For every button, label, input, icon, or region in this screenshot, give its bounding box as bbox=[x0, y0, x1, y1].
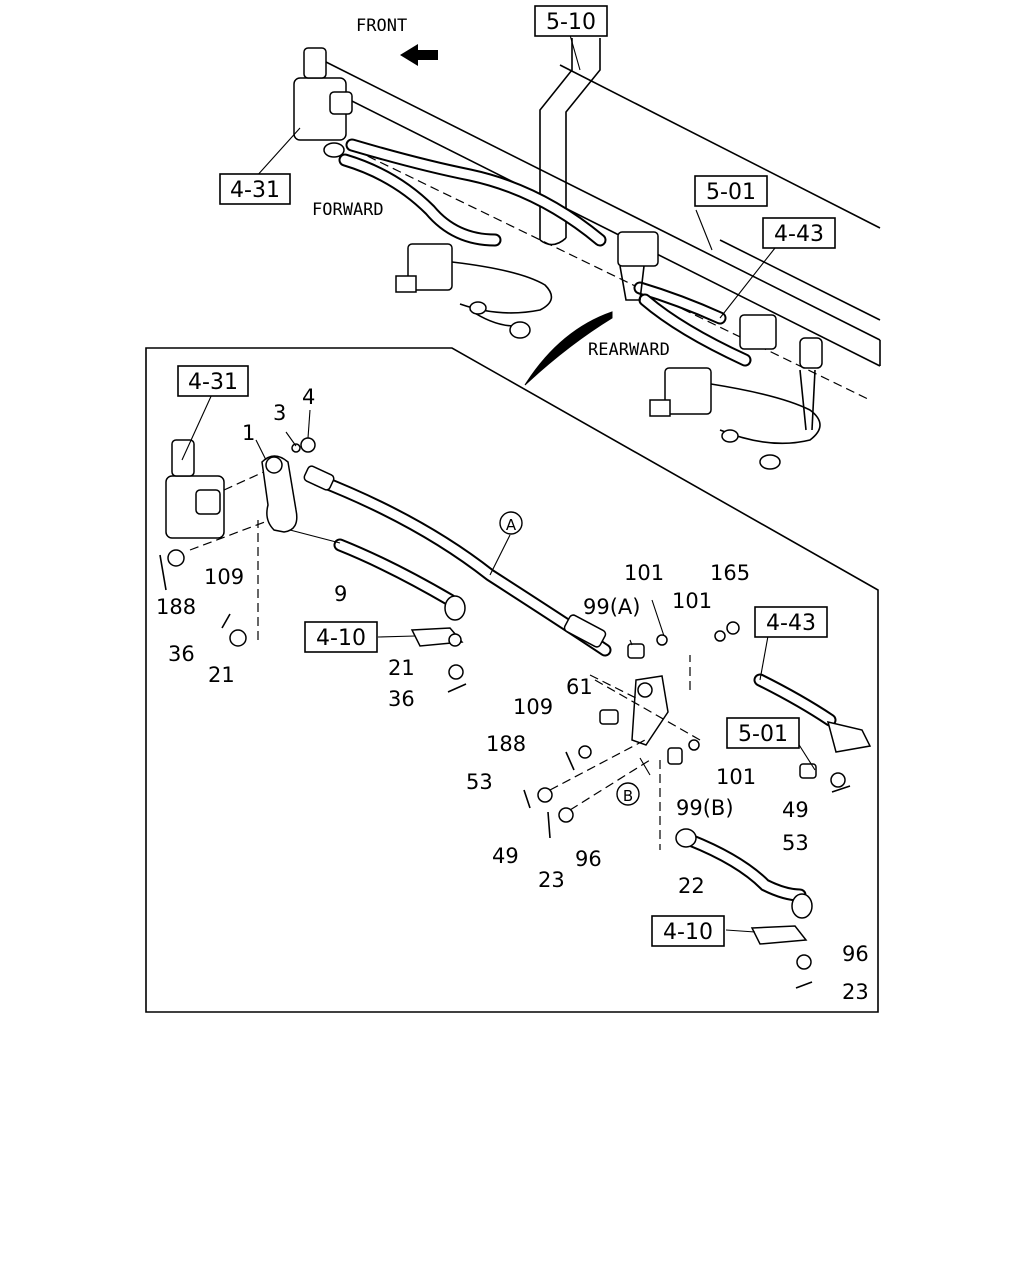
ref-box-4-31-top[interactable]: 4-31 bbox=[219, 173, 291, 205]
part-label: 101 bbox=[624, 561, 664, 585]
svg-text:4-10: 4-10 bbox=[663, 920, 713, 945]
part-label: 36 bbox=[168, 642, 195, 666]
part-label: 23 bbox=[842, 980, 869, 1004]
part-label: 99(B) bbox=[676, 796, 734, 820]
part-label: 36 bbox=[388, 687, 415, 711]
part-label: 96 bbox=[575, 847, 602, 871]
part-label: 188 bbox=[486, 732, 526, 756]
callout-b: B bbox=[616, 782, 640, 806]
part-label: 53 bbox=[782, 831, 809, 855]
ref-box-5-10[interactable]: 5-10 bbox=[534, 5, 608, 37]
svg-text:5-10: 5-10 bbox=[546, 10, 596, 35]
ref-box-4-43-top[interactable]: 4-43 bbox=[762, 217, 836, 249]
svg-text:4-31: 4-31 bbox=[230, 178, 280, 203]
part-label: 1 bbox=[242, 421, 255, 445]
part-label: 49 bbox=[782, 798, 809, 822]
svg-text:4-31: 4-31 bbox=[188, 370, 238, 395]
part-label: 9 bbox=[334, 582, 347, 606]
rearward-label: REARWARD bbox=[588, 340, 670, 360]
svg-text:B: B bbox=[623, 787, 633, 805]
part-label: 165 bbox=[710, 561, 750, 585]
part-label: 61 bbox=[566, 675, 593, 699]
part-label: 22 bbox=[678, 874, 705, 898]
svg-text:5-01: 5-01 bbox=[738, 722, 788, 747]
part-label: 49 bbox=[492, 844, 519, 868]
part-label: 99(A) bbox=[583, 595, 640, 619]
part-label: 96 bbox=[842, 942, 869, 966]
svg-text:4-43: 4-43 bbox=[774, 222, 824, 247]
part-label: 188 bbox=[156, 595, 196, 619]
forward-label: FORWARD bbox=[312, 200, 384, 220]
part-label: 21 bbox=[208, 663, 235, 687]
part-label: 101 bbox=[672, 589, 712, 613]
ref-box-4-10-lower[interactable]: 4-10 bbox=[651, 915, 725, 947]
svg-text:5-01: 5-01 bbox=[706, 180, 756, 205]
ref-box-4-43-detail[interactable]: 4-43 bbox=[754, 606, 828, 638]
part-label: 23 bbox=[538, 868, 565, 892]
detail-frame bbox=[145, 347, 879, 1013]
detail-assembly bbox=[159, 391, 872, 989]
part-label: 4 bbox=[302, 385, 315, 409]
svg-text:4-10: 4-10 bbox=[316, 626, 366, 651]
callout-a: A bbox=[499, 511, 523, 535]
front-label: FRONT bbox=[356, 16, 407, 36]
part-number-labels: 1 3 4 109 188 9 36 21 21 36 101 165 99(A… bbox=[156, 385, 869, 1004]
part-label: 109 bbox=[513, 695, 553, 719]
part-label: 3 bbox=[273, 401, 286, 425]
ref-box-4-31-detail[interactable]: 4-31 bbox=[177, 365, 249, 397]
part-label: 101 bbox=[716, 765, 756, 789]
ref-box-5-01-detail[interactable]: 5-01 bbox=[726, 717, 800, 749]
part-label: 53 bbox=[466, 770, 493, 794]
svg-text:A: A bbox=[506, 516, 517, 534]
ref-box-5-01-top[interactable]: 5-01 bbox=[694, 175, 768, 207]
overview-assembly bbox=[254, 34, 881, 470]
svg-text:4-43: 4-43 bbox=[766, 611, 816, 636]
part-label: 109 bbox=[204, 565, 244, 589]
part-label: 21 bbox=[388, 656, 415, 680]
ref-box-4-10-upper[interactable]: 4-10 bbox=[304, 621, 378, 653]
